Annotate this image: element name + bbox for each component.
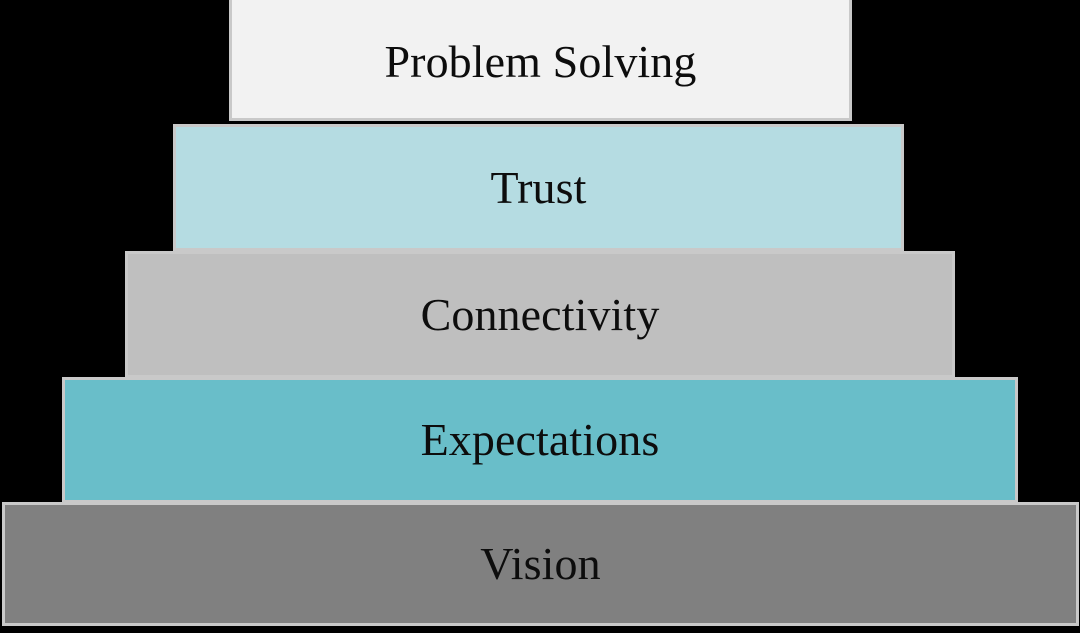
pyramid-level-label: Trust [490, 161, 587, 213]
pyramid-level-trust[interactable]: Trust [173, 124, 904, 251]
pyramid-level-vision[interactable]: Vision [2, 502, 1079, 626]
pyramid-level-expectations[interactable]: Expectations [62, 377, 1018, 503]
pyramid-level-label: Problem Solving [384, 35, 697, 87]
pyramid-level-connectivity[interactable]: Connectivity [125, 251, 955, 378]
pyramid-level-problem-solving[interactable]: Problem Solving [229, 0, 852, 121]
pyramid-level-label: Connectivity [420, 288, 660, 340]
pyramid-level-label: Vision [480, 538, 601, 589]
pyramid-level-label: Expectations [420, 414, 660, 465]
